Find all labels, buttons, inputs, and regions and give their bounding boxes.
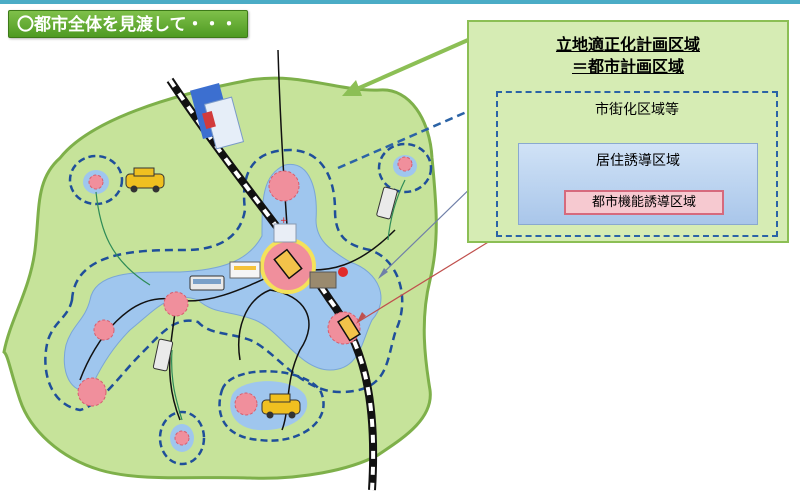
transit-connector-lines [95, 179, 406, 421]
outlying-dashed-zone [68, 154, 124, 206]
legend-title-line1: 立地適正化計画区域 [555, 35, 700, 54]
hospital-icon: + [273, 216, 297, 243]
legend-title-line2: ＝都市計画区域 [571, 57, 684, 76]
bus-icon [376, 186, 398, 220]
svg-text:+: + [280, 216, 288, 226]
secondary-station [337, 314, 361, 342]
residential-area-label: 居住誘導区域 [596, 153, 680, 169]
department-store-icon [190, 82, 245, 150]
bus-icon [152, 338, 174, 372]
urbanization-area-label: 市街化区域等 [595, 102, 679, 118]
outlying-dashed-zone [158, 410, 206, 466]
outlying-dashed-zone [377, 142, 433, 194]
top-accent-line [0, 0, 800, 4]
page-title: 〇都市全体を見渡して・・・ [8, 10, 248, 38]
warehouse-icon [309, 267, 348, 289]
railway-line-ticks [168, 78, 376, 491]
bus-icon [189, 275, 225, 291]
urbanization-callout-line [337, 98, 495, 170]
residential-area-legend: 居住誘導区域 都市機能誘導区域 [518, 143, 758, 225]
boundary-callout-arrowhead [342, 80, 362, 96]
taxi-icon [125, 167, 165, 193]
urban-function-area-label: 都市機能誘導区域 [564, 190, 724, 215]
urban-function-leader-arrowhead [356, 312, 366, 324]
outlying-dashed-zone [218, 370, 325, 442]
taxi-icon [261, 393, 301, 419]
planning-area-legend: 立地適正化計画区域 ＝都市計画区域 市街化区域等 居住誘導区域 都市機能誘導区域 [467, 20, 789, 243]
urbanization-area-legend: 市街化区域等 居住誘導区域 都市機能誘導区域 [496, 91, 778, 237]
residential-leader-arrowhead [378, 268, 388, 279]
city-hall-icon [229, 261, 261, 279]
main-station [273, 248, 303, 280]
boundary-callout-line [349, 38, 469, 94]
